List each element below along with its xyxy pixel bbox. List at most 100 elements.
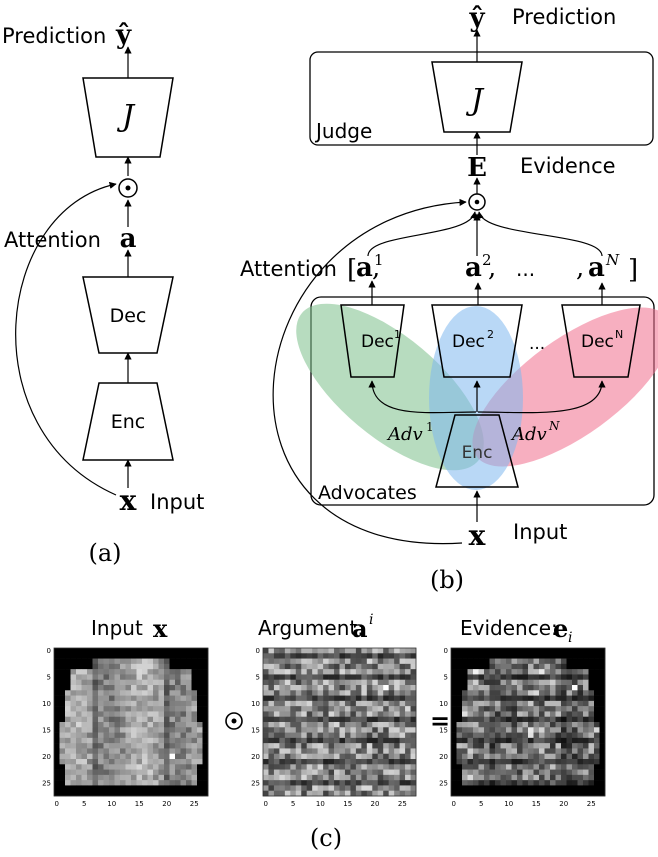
pixel	[147, 669, 154, 675]
pixel	[366, 690, 373, 696]
pixel	[284, 700, 291, 707]
pixel	[522, 690, 529, 696]
pixel	[175, 653, 181, 659]
pixel	[344, 722, 351, 728]
pixel	[383, 780, 389, 786]
panel-a: Prediction ŷ J Attention a Dec Enc x Inp…	[2, 20, 204, 567]
pixel	[577, 711, 584, 718]
pixel	[65, 748, 71, 755]
pixel	[81, 774, 88, 781]
pixel	[295, 706, 302, 712]
pixel	[175, 759, 181, 765]
pixel	[533, 780, 540, 786]
pixel	[344, 706, 351, 712]
pixel	[511, 780, 518, 786]
pixel	[301, 769, 308, 776]
pixel	[175, 732, 181, 739]
pixel	[191, 785, 198, 792]
pixel	[197, 743, 203, 749]
pixel	[350, 790, 357, 797]
pixel	[81, 722, 88, 728]
pixel	[323, 743, 329, 749]
pixel	[361, 732, 368, 739]
pixel	[339, 711, 346, 718]
pixel	[405, 648, 411, 654]
pixel	[522, 674, 529, 681]
pixel	[312, 648, 318, 654]
pixel	[328, 716, 335, 723]
pixel	[312, 653, 318, 659]
pixel	[136, 732, 143, 739]
pixel	[361, 785, 368, 792]
pixel	[191, 690, 198, 696]
pixel	[467, 648, 474, 654]
pixel	[323, 727, 329, 733]
pixel	[273, 780, 280, 786]
pixel	[500, 769, 507, 776]
pixel	[114, 732, 121, 739]
pixel	[456, 722, 463, 728]
pixel	[301, 716, 308, 723]
pixel	[366, 727, 373, 733]
pixel	[153, 685, 159, 691]
pixel	[517, 685, 523, 691]
pixel	[500, 674, 507, 681]
pixel	[120, 743, 126, 749]
pixel	[202, 785, 209, 792]
pixel	[539, 774, 545, 781]
pixel	[566, 790, 573, 797]
pixel	[70, 732, 77, 739]
pixel	[588, 722, 595, 728]
pixel	[268, 706, 275, 712]
pixel	[489, 711, 496, 718]
pixel	[577, 748, 584, 755]
pixel	[202, 743, 209, 749]
pixel	[92, 658, 99, 665]
pixel	[473, 700, 479, 707]
pixel	[588, 685, 595, 691]
pixel	[572, 690, 578, 696]
pixel	[555, 759, 562, 765]
pixel	[594, 759, 600, 765]
pixel	[572, 759, 578, 765]
pixel	[588, 663, 595, 670]
pixel	[147, 685, 154, 691]
pixel	[355, 780, 362, 786]
pixel	[451, 748, 457, 755]
pixel	[70, 658, 77, 665]
pixel	[544, 753, 551, 760]
pixel	[511, 716, 518, 723]
pixel	[583, 759, 589, 765]
pixel	[484, 743, 490, 749]
pixel	[153, 674, 159, 681]
pixel	[98, 711, 104, 718]
pixel	[54, 653, 60, 659]
pixel	[495, 737, 501, 744]
pixel	[164, 669, 170, 675]
pixel	[451, 716, 457, 723]
pixel	[76, 648, 82, 654]
pixel	[164, 737, 170, 744]
arrow-enc-to-dec1	[368, 380, 477, 414]
pixel	[561, 748, 567, 755]
pixel	[355, 653, 362, 659]
pixel	[361, 663, 368, 670]
pixel	[533, 685, 540, 691]
pixel	[180, 716, 187, 723]
pixel	[169, 748, 176, 755]
pixel	[76, 790, 82, 797]
pixel	[273, 759, 280, 765]
pixel	[76, 669, 82, 675]
pixel	[533, 706, 540, 712]
pixel	[273, 690, 280, 696]
pixel	[451, 737, 457, 744]
pixel	[125, 658, 132, 665]
pixel	[136, 690, 143, 696]
pixel	[388, 695, 395, 702]
pixel	[484, 658, 490, 665]
pixel	[484, 764, 490, 770]
pixel	[153, 653, 159, 659]
pixel	[103, 774, 110, 781]
argument-image-symbol: a	[352, 614, 368, 643]
pixel	[81, 753, 88, 760]
